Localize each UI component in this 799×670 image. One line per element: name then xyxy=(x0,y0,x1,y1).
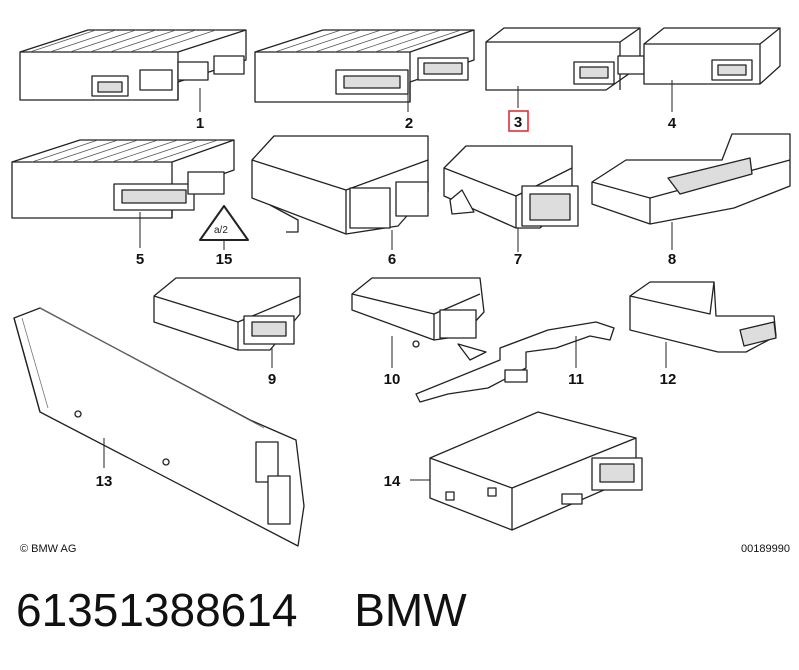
part-number-footer: 61351388614 BMW xyxy=(16,583,467,637)
callout-11: 11 xyxy=(568,371,584,388)
callout-9: 9 xyxy=(268,371,276,388)
part-5-control-unit[interactable] xyxy=(11,139,235,219)
callout-3-highlight-box xyxy=(508,110,529,132)
part-6-control-unit[interactable] xyxy=(251,135,429,235)
callout-13: 13 xyxy=(96,473,113,490)
callout-8: 8 xyxy=(668,251,676,268)
part-7-control-unit[interactable] xyxy=(443,145,579,229)
part-10-control-unit[interactable] xyxy=(351,277,485,348)
callout-6: 6 xyxy=(388,251,396,268)
image-code: 00189990 xyxy=(741,543,790,555)
copyright-text: © BMW AG xyxy=(20,543,76,555)
callout-5: 5 xyxy=(136,251,144,268)
part-4-control-unit[interactable] xyxy=(643,27,781,85)
callout-4: 4 xyxy=(668,115,677,132)
callout-2: 2 xyxy=(405,115,413,132)
callout-15: 15 xyxy=(216,251,233,268)
callout-10: 10 xyxy=(384,371,401,388)
part-number: 61351388614 xyxy=(16,584,298,636)
part-9-control-unit[interactable] xyxy=(153,277,301,351)
part-8-control-unit[interactable] xyxy=(591,133,791,225)
part-2-control-unit[interactable] xyxy=(254,29,475,103)
svg-text:a/2: a/2 xyxy=(214,225,228,236)
callout-14: 14 xyxy=(384,473,401,490)
part-15-warning-label[interactable]: a/2 xyxy=(199,205,249,241)
parts-diagram: a/2 xyxy=(11,27,791,555)
callout-3: 3 xyxy=(514,114,522,131)
part-3-control-unit[interactable] xyxy=(485,27,645,91)
brand-name: BMW xyxy=(354,584,467,636)
part-13-panel[interactable] xyxy=(13,307,305,547)
part-12-control-unit[interactable] xyxy=(629,281,777,353)
callout-7: 7 xyxy=(514,251,522,268)
part-1-control-unit[interactable] xyxy=(19,29,247,101)
callout-12: 12 xyxy=(660,371,677,388)
part-11-bracket[interactable] xyxy=(415,321,615,403)
part-14-control-unit[interactable] xyxy=(429,411,643,531)
callout-1: 1 xyxy=(196,115,204,132)
